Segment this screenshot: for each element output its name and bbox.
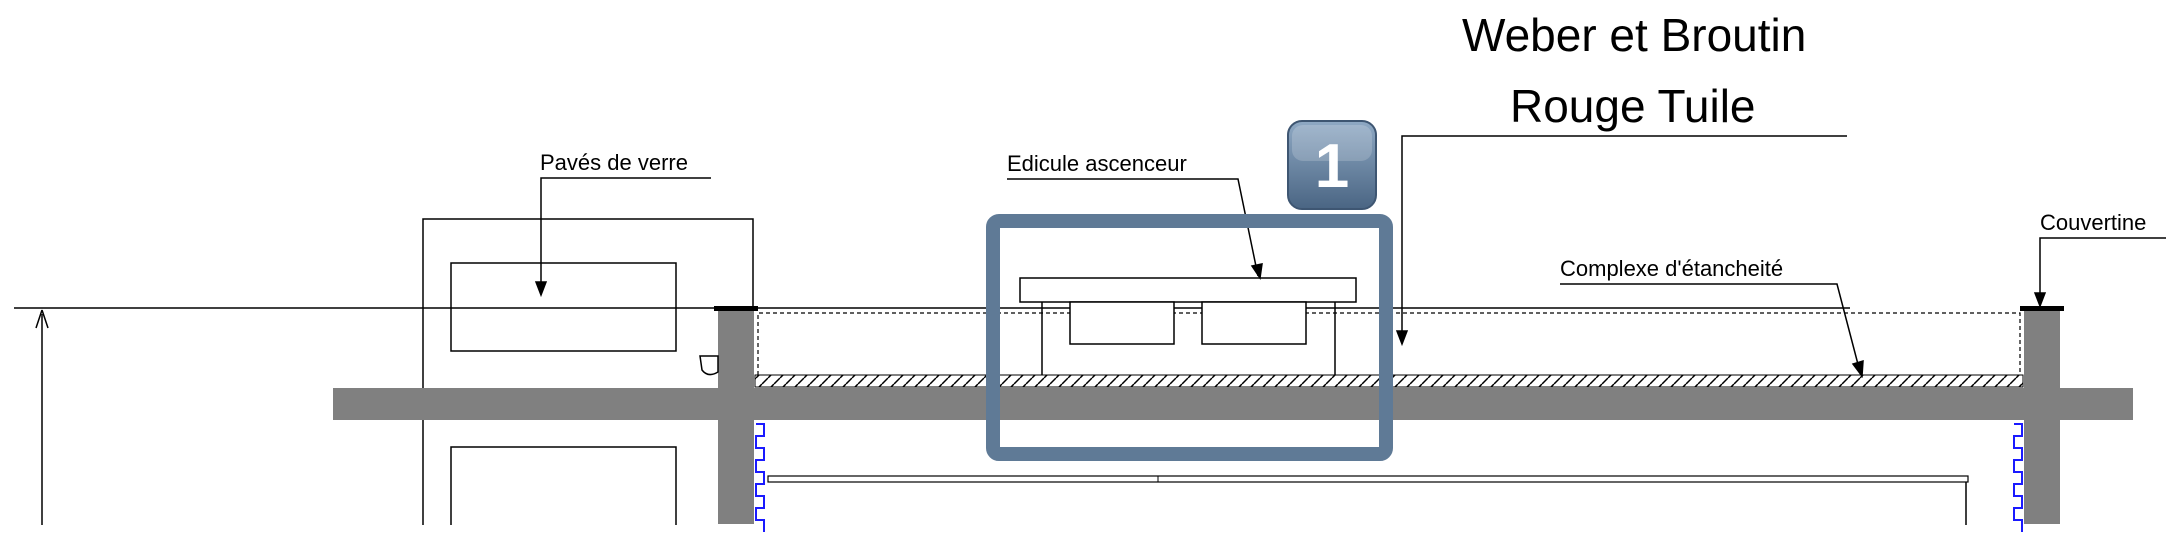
step-badge: 1 — [1287, 120, 1377, 210]
gutter — [699, 355, 719, 376]
badge-number: 1 — [1315, 132, 1349, 201]
lower-ceiling — [767, 475, 1969, 525]
label-couvertine: Couvertine — [2040, 210, 2146, 235]
label-paves-de-verre: Pavés de verre — [540, 150, 688, 175]
highlight-box — [986, 214, 1393, 461]
leader-lines — [534, 135, 2166, 379]
couvertine-right — [2020, 306, 2064, 311]
right-parapet — [2024, 306, 2060, 524]
couvertine-left — [714, 306, 758, 311]
insulation — [755, 423, 2023, 532]
label-weber-line2: Rouge Tuile — [1510, 80, 1756, 132]
elevator-housing — [1019, 277, 1357, 375]
level-dimension — [14, 307, 1850, 525]
label-edicule-ascenseur: Edicule ascenceur — [1007, 151, 1187, 176]
label-complexe-etancheite: Complexe d'étancheité — [1560, 256, 1783, 281]
roof-slab — [333, 388, 2133, 420]
left-parapet — [718, 306, 754, 524]
label-weber-line1: Weber et Broutin — [1462, 9, 1806, 61]
